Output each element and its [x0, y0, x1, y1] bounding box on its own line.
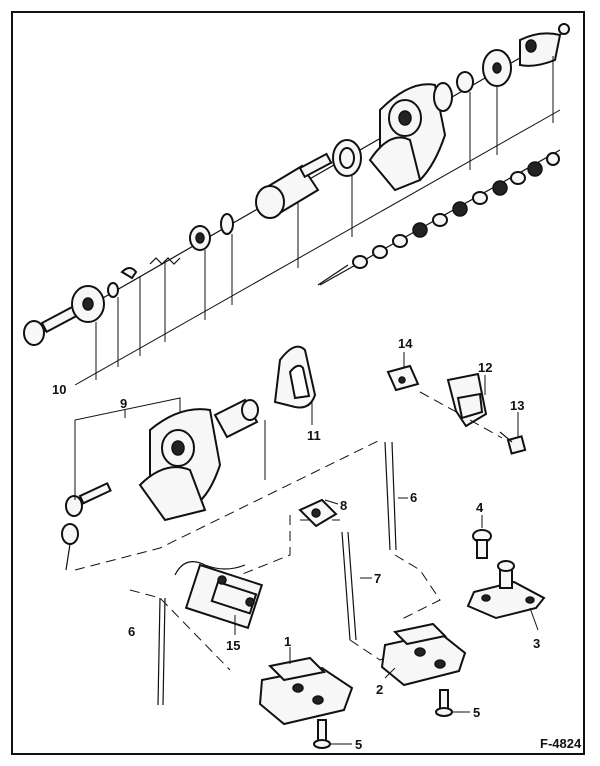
screw-13-part	[469, 412, 527, 455]
rod-6-lower-part	[157, 597, 161, 706]
callout-14: 14	[398, 336, 413, 351]
handle-lock-assembly	[61, 397, 266, 571]
figure-number: F-4824	[540, 736, 582, 751]
screw-5-upper-part	[435, 689, 470, 717]
retainer-washer-part	[456, 71, 474, 93]
latch-1-part	[258, 647, 354, 726]
keys-part	[61, 481, 112, 571]
clip-part	[120, 267, 138, 280]
callout-7: 7	[374, 571, 381, 586]
striker-3-part	[466, 560, 546, 631]
spring-part	[149, 257, 181, 265]
callout-11: 11	[307, 428, 321, 443]
callout-6-lower: 6	[128, 624, 135, 639]
callout-5-lower: 5	[355, 737, 362, 752]
callout-1: 1	[284, 634, 291, 649]
actuator-15-part	[174, 561, 264, 635]
pin-part	[317, 264, 349, 286]
callout-9: 9	[120, 396, 127, 411]
callout-13: 13	[510, 398, 524, 413]
callout-15: 15	[226, 638, 240, 653]
key-part	[23, 304, 80, 346]
callout-8: 8	[340, 498, 347, 513]
small-washer-part	[107, 282, 119, 298]
lever-arm-part	[519, 23, 570, 67]
callout-4: 4	[476, 500, 484, 515]
lock-cylinder-exploded-assembly	[23, 23, 570, 386]
diagram-frame	[11, 11, 585, 755]
callout-3: 3	[533, 636, 540, 651]
latch-2-part	[380, 622, 467, 687]
rod-7-part	[341, 531, 351, 641]
lever-8-part	[298, 498, 339, 528]
callout-12: 12	[478, 360, 492, 375]
rod-6-upper-part	[384, 441, 391, 551]
callout-5-upper: 5	[473, 705, 480, 720]
callout-6-upper: 6	[410, 490, 417, 505]
seal-gasket-part	[273, 345, 317, 425]
lock-barrel-part	[255, 152, 333, 219]
callout-2: 2	[376, 682, 383, 697]
screw-4-part	[472, 515, 492, 559]
screw-5-lower-part	[313, 719, 352, 749]
clip-14-part	[386, 352, 420, 392]
callout-10-leaders	[74, 56, 561, 386]
handle-housing-part	[368, 82, 453, 192]
bracket-12-part	[419, 372, 488, 428]
callout-10: 10	[52, 382, 66, 397]
washer-set-part	[352, 152, 560, 269]
linkage-rods	[74, 439, 441, 706]
